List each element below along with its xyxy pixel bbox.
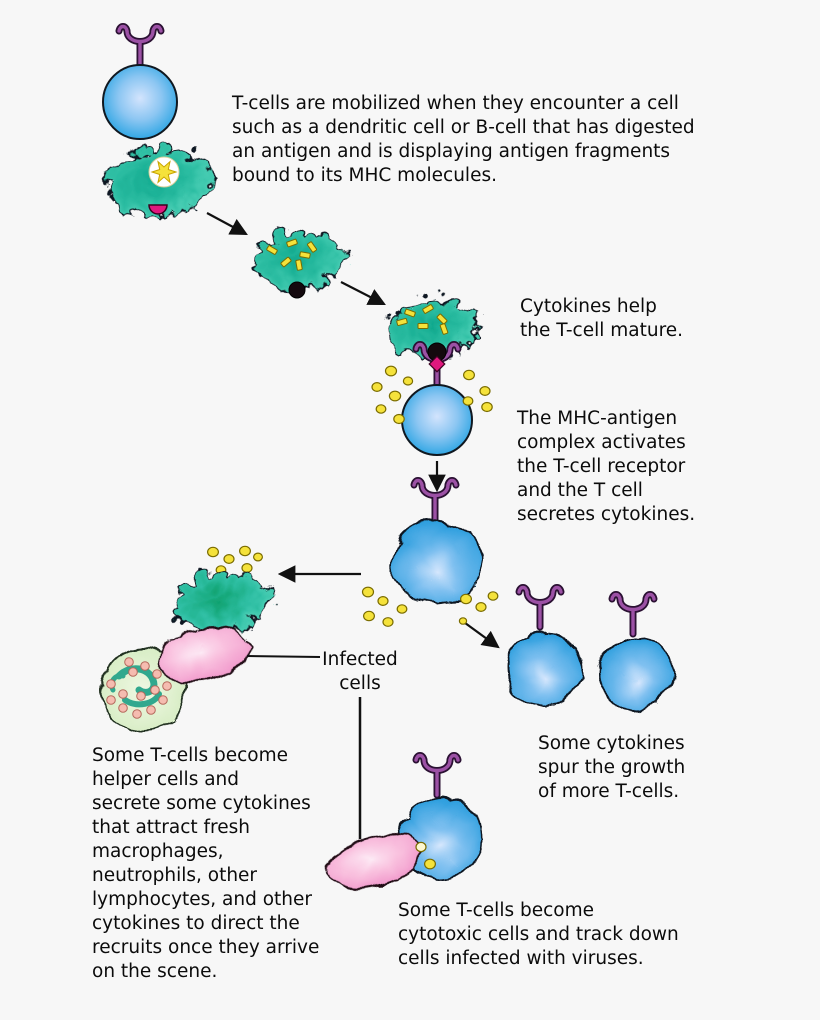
text-mhc-activation: The MHC-antigen complex activates the T-… (517, 408, 696, 525)
mhc-complex (288, 281, 306, 299)
text-intro: T-cells are mobilized when they encounte… (232, 93, 695, 186)
displayed-antigen (148, 204, 168, 215)
cytokine-dots-kill (415, 841, 437, 870)
antigen-fragments (266, 238, 318, 271)
infected-cells-connectors (246, 655, 362, 839)
cytokine-dots-maturing (371, 365, 493, 425)
cytokine-dots-secreted (361, 586, 499, 627)
dendritic-cell-digesting (99, 143, 205, 215)
text-cytokines-mature: Cytokines help the T-cell mature. (520, 296, 684, 341)
antigen-fragment-bound (428, 355, 446, 373)
infected-cell-left (153, 624, 247, 680)
dendritic-cell-presenting (381, 293, 473, 351)
arrow-to-new-tcells (460, 619, 500, 649)
label-infected-cells: Infected cells (322, 649, 398, 694)
macrophage-granules (106, 657, 172, 719)
text-cytokine-growth: Some cytokines spur the growth of more T… (538, 733, 686, 802)
arrow-dendritic-2-3 (340, 281, 386, 306)
new-t-cell-2 (596, 595, 670, 707)
new-t-cell-1 (501, 588, 579, 704)
text-cytotoxic: Some T-cells become cytotoxic cells and … (398, 900, 679, 969)
flow-arrows (206, 212, 500, 649)
naive-t-cell (102, 27, 178, 140)
activated-t-cell (390, 481, 478, 604)
antigen-starburst-icon (150, 160, 178, 184)
infected-pointer-left (246, 655, 321, 658)
dendritic-cell-fragments-1 (244, 226, 340, 299)
maturing-t-cell (401, 343, 473, 456)
arrow-dendritic-1-2 (206, 212, 248, 236)
antigen-fragments (396, 304, 449, 335)
text-helper-cells: Some T-cells become helper cells and sec… (92, 745, 320, 982)
